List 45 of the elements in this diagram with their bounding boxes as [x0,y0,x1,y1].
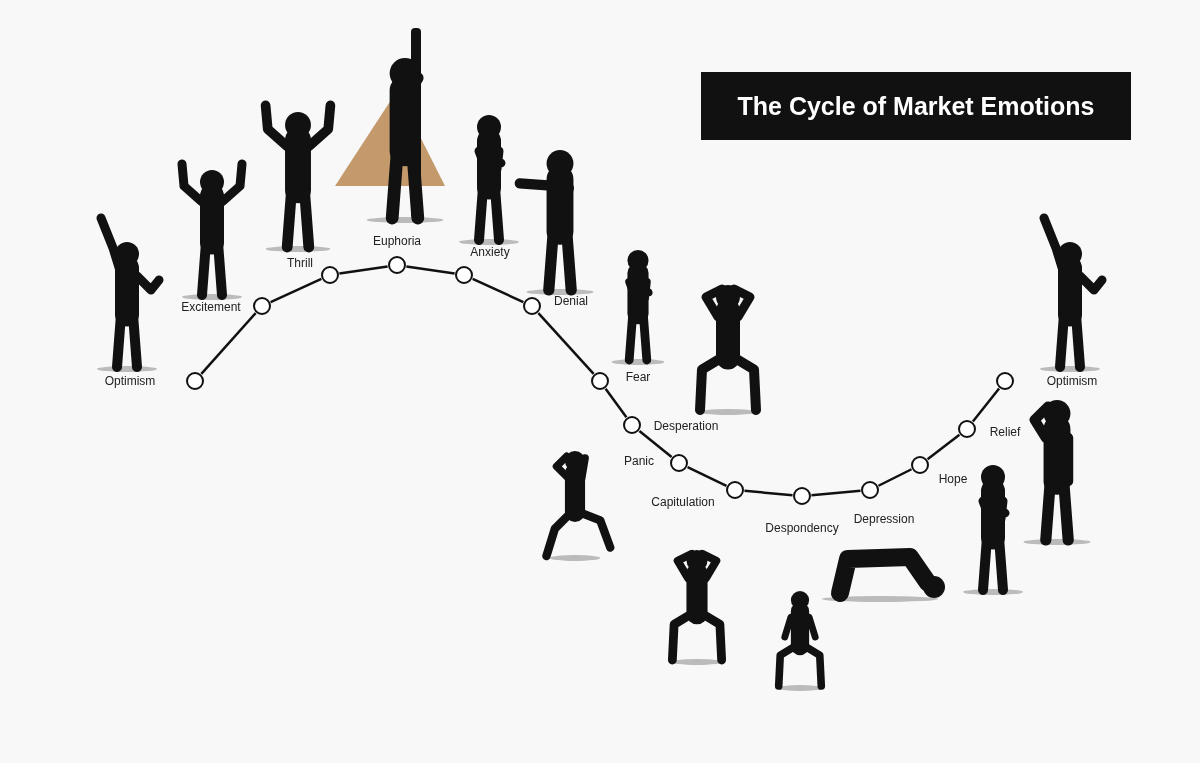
stage-label: Panic [624,454,654,468]
curve-segment [270,277,322,304]
curve-segment [339,265,388,275]
stage-marker [387,255,406,274]
stage-label: Fear [625,370,651,384]
curve-segment [926,433,961,461]
stage-label: Optimism [1046,374,1098,388]
stage-marker [522,296,541,315]
curve-segment [638,430,673,458]
curve-segment [971,387,1001,423]
curve-segment [811,489,861,497]
curve-segment [687,466,727,487]
stage-marker [792,486,811,505]
stage-marker [622,415,641,434]
curve-segment [406,265,455,275]
curve-segment [604,387,628,419]
stage-label: Anxiety [470,245,510,259]
stage-marker [957,419,976,438]
stage-label: Thrill [287,256,313,270]
curve-segment [877,468,913,487]
stage-marker [454,265,473,284]
stage-marker [185,371,204,390]
stage-label: Denial [554,294,588,308]
stage-label: Euphoria [373,234,421,248]
stage-marker [725,480,744,499]
stage-marker [860,480,879,499]
curve-segment [200,312,257,375]
stage-label: Relief [989,425,1021,439]
stage-marker [320,265,339,284]
stage-label: Depression [853,512,915,526]
stage-marker [910,455,929,474]
stage-marker [252,296,271,315]
stage-marker [590,371,609,390]
stage-label: Capitulation [651,495,715,509]
stage-marker [669,453,688,472]
stage-label: Despondency [765,521,839,535]
curve-segment [537,312,595,375]
stage-label: Excitement [181,300,241,314]
curve-segment [472,277,524,304]
stage-label: Hope [938,472,968,486]
stage-label: Desperation [653,419,719,433]
curve-segment [744,489,793,497]
stage-marker [995,371,1014,390]
stage-label: Optimism [104,374,156,388]
title-banner: The Cycle of Market Emotions [701,72,1131,140]
